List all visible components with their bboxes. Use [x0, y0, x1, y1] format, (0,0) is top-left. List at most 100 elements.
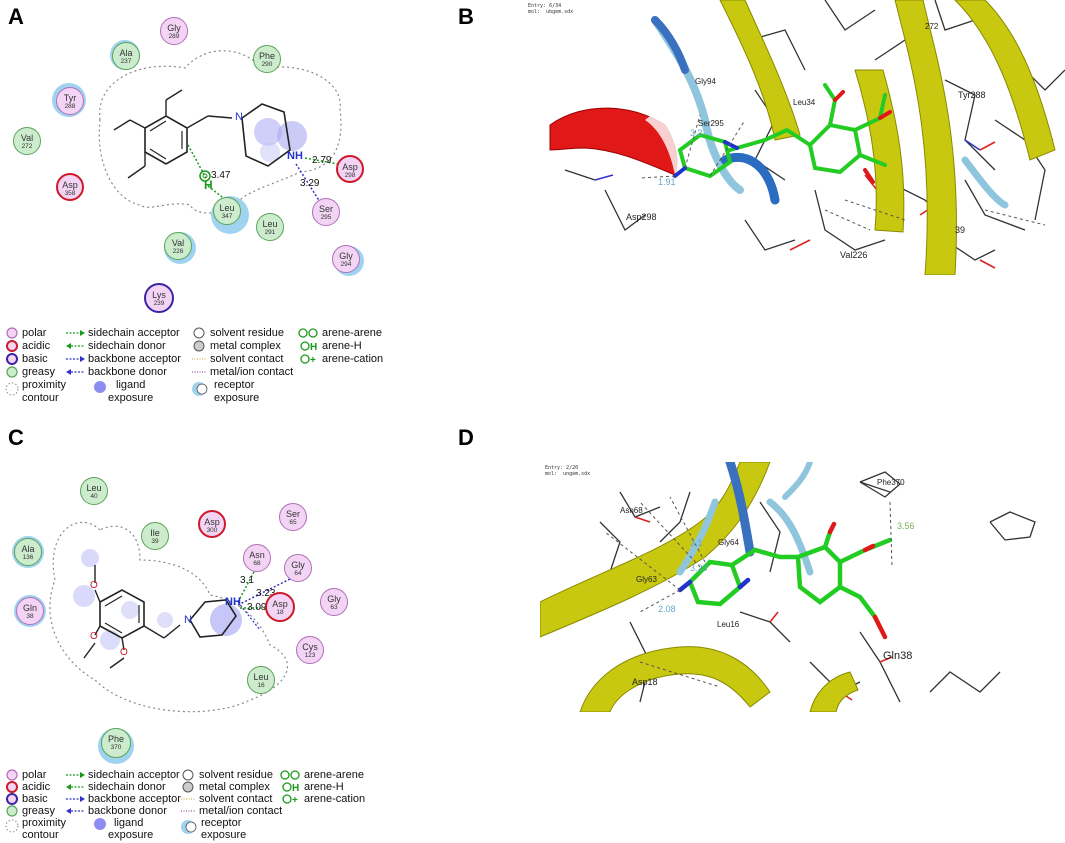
- panel-d-structure-drawing: [540, 462, 1036, 712]
- ligand-nh-atom: NH: [287, 150, 303, 162]
- label-phe370: Phe370: [877, 478, 905, 487]
- legend-arene-h: arene-H: [322, 340, 362, 352]
- distance-label-2: 3.23: [256, 588, 276, 599]
- legend-proximity: proximity: [22, 379, 67, 391]
- legend-receptor-exposure: exposure: [201, 829, 247, 841]
- legend-polar: polar: [22, 327, 47, 339]
- distance-label-3: 3.09: [247, 602, 267, 613]
- label-distance-323: 3.23: [690, 563, 708, 573]
- panel-b-structure-drawing: [549, 0, 1065, 275]
- legend-metal-complex: metal complex: [210, 340, 281, 352]
- legend-proximity: proximity: [22, 817, 67, 829]
- panel-label-b: B: [458, 4, 474, 29]
- legend-metal-ion-contact: metal/ion contact: [199, 805, 283, 817]
- legend-acidic: acidic: [22, 340, 51, 352]
- arene-h-atom: H: [204, 178, 213, 192]
- panel-d-3d-view: Entry: 2/20 mol: ungem.sdx: [540, 462, 1065, 712]
- label-asp298: Asp298: [626, 212, 657, 222]
- legend-arene-cation: arene-cation: [304, 793, 366, 805]
- panel-d-header: Entry: 2/20 mol: ungem.sdx: [545, 465, 591, 477]
- label-distance-191: 1.91: [658, 177, 676, 187]
- label-ser295: Ser295: [698, 119, 724, 128]
- legend-backbone-acceptor: backbone acceptor: [88, 793, 181, 805]
- legend-solvent-contact: solvent contact: [210, 353, 284, 365]
- distance-label-3: 3.29: [300, 178, 320, 189]
- distance-label-2: 2.79: [312, 155, 332, 166]
- legend-metal-ion-contact: metal/ion contact: [210, 366, 294, 378]
- svg-text:H: H: [310, 342, 317, 353]
- label-39: 39: [955, 225, 966, 235]
- panel-b-header: Entry: 6/34 mol: ubgem.sdx: [528, 3, 574, 15]
- legend-solvent-residue: solvent residue: [199, 769, 273, 781]
- label-asp18: Asp18: [632, 677, 658, 687]
- legend-receptor: receptor: [201, 817, 242, 829]
- panel-a-ligand-drawing: [98, 50, 342, 214]
- label-val226: Val226: [840, 250, 868, 260]
- legend-arene-arene: arene-arene: [304, 769, 364, 781]
- label-distance-31: 3.1: [690, 538, 703, 548]
- label-272: 272: [925, 22, 939, 31]
- ligand-n-atom: N: [184, 614, 192, 626]
- legend-ligand: ligand: [116, 379, 146, 391]
- legend-ligand-exposure: exposure: [108, 829, 154, 841]
- panel-b-3d-view: Entry: 6/34 mol: ubgem.sdx: [525, 0, 1065, 275]
- legend-greasy: greasy: [22, 366, 56, 378]
- panel-label-c: C: [8, 425, 24, 450]
- label-distance-356: 3.56: [897, 521, 915, 531]
- panel-label-d: D: [458, 425, 474, 450]
- legend-contour: contour: [22, 392, 59, 404]
- label-distance-32: 3.2: [690, 128, 703, 138]
- legend-metal-complex: metal complex: [199, 781, 270, 793]
- distance-label-1: 3.47: [211, 170, 231, 181]
- legend-backbone-donor: backbone donor: [88, 366, 167, 378]
- legend-basic: basic: [22, 793, 48, 805]
- legend-receptor-exposure: exposure: [214, 392, 260, 404]
- legend-solvent-contact: solvent contact: [199, 793, 273, 805]
- label-gln38: Gln38: [883, 650, 913, 662]
- legend-contour: contour: [22, 829, 59, 841]
- label-asn68: Asn68: [620, 506, 643, 515]
- label-distance-208: 2.08: [658, 604, 676, 614]
- legend-sidechain-acceptor: sidechain acceptor: [88, 327, 180, 339]
- legend-basic: basic: [22, 353, 48, 365]
- legend-arene-cation: arene-cation: [322, 353, 384, 365]
- legend-acidic: acidic: [22, 781, 51, 793]
- legend-polar: polar: [22, 769, 47, 781]
- legend-receptor: receptor: [214, 379, 255, 391]
- label-gly63: Gly63: [636, 575, 657, 584]
- svg-text:H: H: [292, 783, 299, 794]
- legend-bottom: H + polar acidic basic greasy proximity …: [0, 764, 440, 843]
- legend-sidechain-donor: sidechain donor: [88, 781, 166, 793]
- label-leu16: Leu16: [717, 620, 740, 629]
- svg-text:+: +: [292, 795, 298, 806]
- legend-arene-h: arene-H: [304, 781, 344, 793]
- ligand-o-atom: O: [120, 647, 128, 658]
- label-gly64: Gly64: [718, 538, 739, 547]
- label-tyr288: Tyr288: [958, 90, 986, 100]
- label-leu34: Leu34: [793, 98, 816, 107]
- legend-sidechain-acceptor: sidechain acceptor: [88, 769, 180, 781]
- legend-arene-arene: arene-arene: [322, 327, 382, 339]
- legend-backbone-acceptor: backbone acceptor: [88, 353, 181, 365]
